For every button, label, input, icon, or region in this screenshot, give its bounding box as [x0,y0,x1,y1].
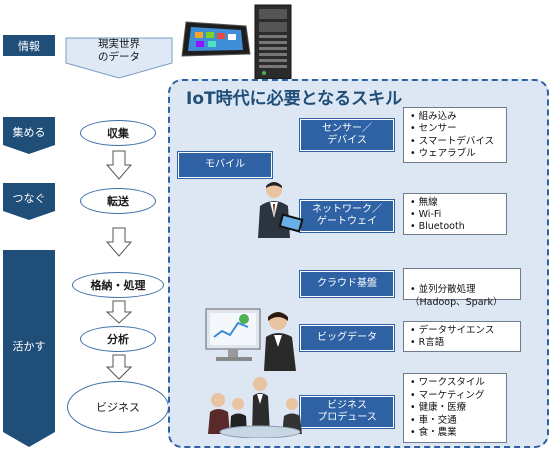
skill-big-data-label: ビッグデータ [317,331,377,343]
stage-analysis: 分析 [80,326,156,352]
stage-analysis-label: 分析 [107,333,129,346]
list-item: Wi-Fi [410,209,502,221]
connect-label: つなぐ [12,192,46,205]
list-item: 健康・医療 [410,402,502,415]
skill-big-data: ビッグデータ [300,325,394,351]
list-item: 無線 [410,197,502,209]
list-item: ワークスタイル [410,377,502,390]
list-item: スマートデバイス [410,136,502,148]
stage-transfer-label: 転送 [107,195,129,208]
businessman-with-tablet-icon [258,182,304,238]
stage-business-label: ビジネス [96,401,140,414]
list-item: データサイエンス [410,325,516,337]
stage-collect: 収集 [80,120,156,146]
stage-transfer: 転送 [80,188,156,214]
skill-sensor-device-label: センサー／ デバイス [322,122,372,147]
info-band: 情報 [3,35,55,56]
list-item: 並列分散処理 （Hadoop、Spark） [410,284,516,309]
skill-network-gateway: ネットワーク／ ゲートウェイ [300,200,394,232]
list-item: Bluetooth [410,221,502,233]
info-label: 情報 [18,39,40,53]
skill-big-data-list: データサイエンス R言語 [403,321,521,352]
skill-cloud-infra-label: クラウド基盤 [317,277,377,289]
down-arrow-icon [106,300,132,324]
list-item: R言語 [410,337,516,349]
list-item: 組み込み [410,111,502,123]
list-item: 食・農業 [410,427,502,440]
panel-title: IoT時代に必要となるスキル [186,89,403,109]
list-item: センサー [410,123,502,135]
list-item: 車・交通 [410,415,502,428]
stage-business: ビジネス [67,381,169,433]
connect-band [3,183,55,220]
server-icon [254,4,292,80]
skill-business-produce: ビジネス プロデュース [300,396,394,428]
down-arrow-icon [106,227,132,257]
skill-business-produce-label: ビジネス プロデュース [317,399,377,424]
real-world-data-label: 現実世界 のデータ [98,38,140,63]
stage-store-process: 格納・処理 [72,272,164,298]
office-worker-monitor-icon [205,308,296,371]
mobile-label: モバイル [205,158,245,170]
skill-cloud-infra: クラウド基盤 [300,271,394,297]
skill-business-produce-list: ワークスタイル マーケティング 健康・医療 車・交通 食・農業 [403,373,507,443]
collect-band [3,117,55,154]
skill-sensor-device-list: 組み込み センサー スマートデバイス ウェアラブル [403,107,507,163]
real-world-data-shape [65,37,173,79]
stage-store-process-label: 格納・処理 [90,279,146,292]
tablet-icon [181,21,251,57]
mobile-box: モバイル [178,152,272,178]
down-arrow-icon [106,354,132,380]
utilize-label: 活かす [12,340,46,353]
collect-label: 集める [12,126,46,139]
utilize-band [3,250,55,447]
business-meeting-icon [208,377,302,438]
skill-sensor-device: センサー／ デバイス [300,119,394,151]
list-item: ウェアラブル [410,148,502,160]
down-arrow-icon [106,150,132,180]
skill-network-gateway-label: ネットワーク／ ゲートウェイ [312,203,382,228]
list-item: マーケティング [410,390,502,403]
skill-network-gateway-list: 無線 Wi-Fi Bluetooth [403,193,507,235]
stage-collect-label: 収集 [107,127,129,140]
skill-cloud-infra-list: 並列分散処理 （Hadoop、Spark） [403,268,521,308]
